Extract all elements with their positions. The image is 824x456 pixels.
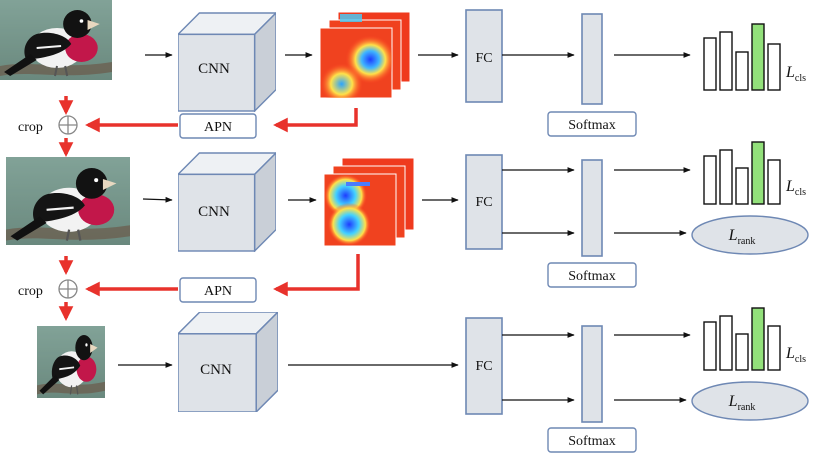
cnn-cube-3: CNN	[178, 312, 278, 412]
apn-box-1	[179, 113, 257, 139]
apn-label-1: APN	[204, 120, 232, 135]
fc-label-1: FC	[475, 51, 492, 66]
loss-cls-2: Lcls	[785, 178, 806, 198]
fc-layer-2: FC	[465, 154, 503, 250]
loss-cls-1: Lcls	[785, 64, 806, 84]
softmax-layer-3	[581, 325, 603, 423]
softmax-label-box-1	[547, 111, 637, 137]
softmax-label-box-2	[547, 262, 637, 288]
crop-plus-icon-2	[58, 279, 78, 299]
fc-layer-3: FC	[465, 317, 503, 415]
class-histogram-1	[703, 23, 781, 91]
cnn-cube-1: CNN	[178, 12, 276, 112]
bird-photo-scale-2	[6, 157, 130, 245]
feature-heatmap-1	[319, 11, 411, 99]
arrow-photo-to-cnn-2	[142, 196, 173, 203]
class-histogram-2	[703, 141, 781, 205]
crop-label-1: crop	[18, 120, 43, 135]
rank-loss-ellipse-3: Lrank	[691, 381, 809, 421]
softmax-layer-1	[581, 13, 603, 105]
crop-label-2: crop	[18, 284, 43, 299]
row-2: CNN FC Lcls	[6, 141, 809, 288]
row-1: CNN FC Lcls Softmax	[0, 0, 806, 137]
apn-box-2	[179, 277, 257, 303]
crop-stage-1: crop APN	[18, 96, 358, 157]
cnn-cube-2: CNN	[178, 152, 276, 252]
cnn-label-3: CNN	[200, 362, 232, 378]
fc-label-2: FC	[475, 195, 492, 210]
red-arrow-features-to-apn-1	[273, 108, 358, 133]
apn-label-2: APN	[204, 284, 232, 299]
red-arrow-features-to-apn-2	[273, 254, 360, 297]
softmax-label-3: Softmax	[568, 434, 615, 449]
loss-cls-3: Lcls	[785, 345, 806, 365]
crop-plus-icon-1	[58, 115, 78, 135]
softmax-layer-2	[581, 159, 603, 257]
rank-loss-ellipse-2: Lrank	[691, 215, 809, 255]
bird-photo-scale-1	[0, 0, 112, 80]
crop-stage-2: crop APN	[18, 254, 360, 321]
feature-heatmap-2	[323, 157, 415, 247]
class-histogram-3	[703, 307, 781, 371]
row-3: CNN FC Lcls Lrank Softmax	[37, 307, 809, 453]
loss-rank-2: Lrank	[728, 227, 756, 247]
cnn-label-2: CNN	[198, 204, 230, 220]
cnn-label-1: CNN	[198, 61, 230, 77]
loss-rank-3: Lrank	[728, 393, 756, 413]
fc-label-3: FC	[475, 359, 492, 374]
fc-layer-1: FC	[465, 9, 503, 103]
softmax-label-1: Softmax	[568, 118, 615, 133]
softmax-label-2: Softmax	[568, 269, 615, 284]
bird-photo-scale-3	[37, 326, 105, 398]
softmax-label-box-3	[547, 427, 637, 453]
